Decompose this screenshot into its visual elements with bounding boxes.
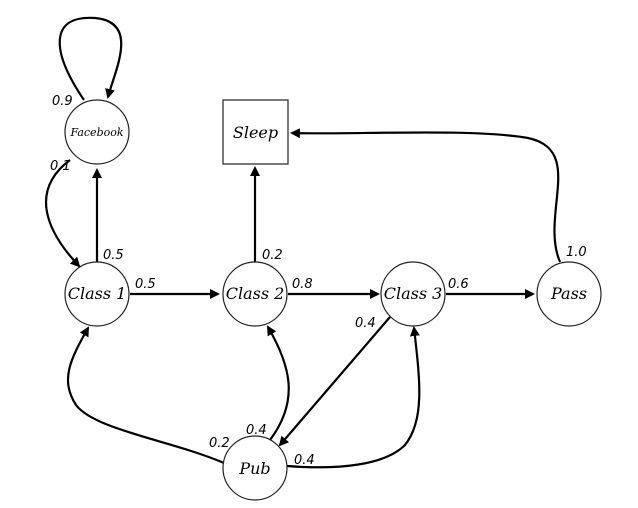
prob-pub-to-class3: 0.4: [294, 453, 315, 468]
node-sleep: Sleep: [222, 99, 289, 165]
node-class3: Class 3: [380, 261, 446, 327]
node-class2: Class 2: [222, 261, 288, 327]
prob-pub-to-class2: 0.4: [246, 423, 267, 438]
prob-class3-to-pub: 0.4: [355, 316, 376, 331]
prob-class1-to-facebook: 0.5: [103, 248, 124, 263]
edge-pub-to-class3: [286, 326, 421, 469]
edge-facebook-self: [58, 16, 123, 101]
node-pub: Pub: [222, 435, 288, 501]
prob-facebook-to-class1: 0.1: [50, 159, 71, 174]
node-label-sleep: Sleep: [233, 123, 278, 142]
prob-pub-to-class1: 0.2: [209, 436, 230, 451]
edge-pass-to-sleep: [290, 128, 562, 263]
prob-class2-to-class3: 0.8: [292, 277, 313, 292]
node-label-class3: Class 3: [384, 284, 443, 303]
node-facebook: Facebook: [64, 99, 130, 165]
node-label-class1: Class 1: [68, 284, 127, 303]
prob-class2-to-sleep: 0.2: [262, 248, 283, 263]
prob-pass-to-sleep: 1.0: [566, 245, 587, 260]
prob-class3-to-pass: 0.6: [448, 277, 469, 292]
node-label-facebook: Facebook: [69, 126, 123, 139]
edge-pub-to-class1: [67, 326, 225, 465]
node-label-pub: Pub: [238, 459, 270, 478]
node-pass: Pass: [536, 261, 602, 327]
edge-pub-to-class2: [266, 325, 290, 441]
prob-facebook-self: 0.9: [52, 94, 73, 109]
edge-class3-to-pub: [278, 316, 391, 447]
node-label-pass: Pass: [550, 284, 587, 303]
node-label-class2: Class 2: [226, 284, 285, 303]
edge-facebook-to-class1: [44, 159, 81, 268]
prob-class1-to-class2: 0.5: [135, 277, 156, 292]
node-class1: Class 1: [64, 261, 130, 327]
